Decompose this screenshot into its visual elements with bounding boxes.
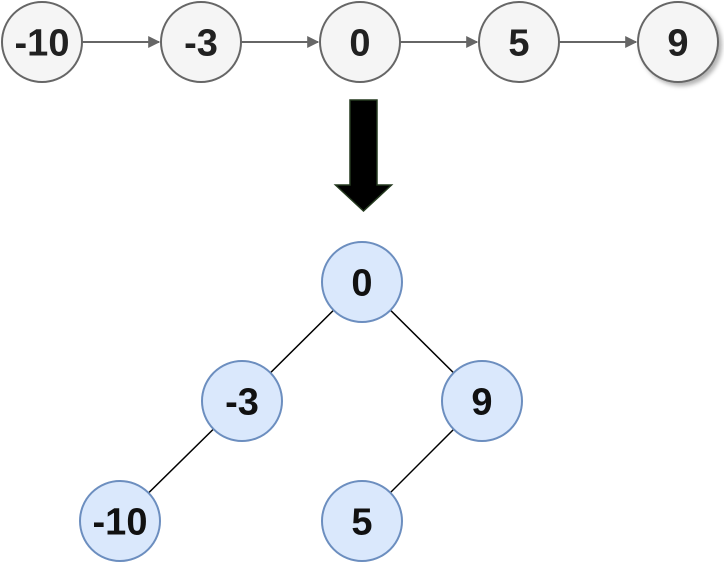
transform-arrow-icon [333, 99, 394, 213]
list-node-circle [637, 1, 719, 83]
tree-node-circle [441, 360, 523, 442]
tree-node-label: 0 [351, 263, 372, 305]
list-node-circle [478, 1, 560, 83]
tree-node-circle [79, 480, 161, 562]
list-node-label: 0 [349, 23, 370, 65]
tree-node-left-left: -10 [79, 480, 161, 562]
tree-node-label: 5 [351, 502, 372, 544]
tree-node-circle [201, 360, 283, 442]
tree-node-circle [321, 480, 403, 562]
linked-list: -10 -3 0 5 9 [1, 1, 719, 83]
list-node: -3 [160, 1, 242, 83]
list-node-label: 9 [667, 23, 688, 65]
list-node: 5 [478, 1, 560, 83]
list-node-circle [160, 1, 242, 83]
tree-node-label: 9 [471, 382, 492, 424]
list-node-circle [319, 1, 401, 83]
list-node: 0 [319, 1, 401, 83]
list-node-label: -3 [184, 23, 218, 65]
tree-node-right-left: 5 [321, 480, 403, 562]
list-node: 9 [637, 1, 719, 83]
list-node-label: 5 [508, 23, 529, 65]
tree-node-label: -10 [93, 502, 148, 544]
binary-tree: 0 -3 9 -10 5 [79, 241, 523, 562]
tree-node-right: 9 [441, 360, 523, 442]
tree-node-left: -3 [201, 360, 283, 442]
tree-node-circle [321, 241, 403, 323]
tree-node-label: -3 [225, 382, 259, 424]
list-node: -10 [1, 1, 83, 83]
tree-node-root: 0 [321, 241, 403, 323]
list-node-circle [1, 1, 83, 83]
list-node-label: -10 [15, 23, 70, 65]
